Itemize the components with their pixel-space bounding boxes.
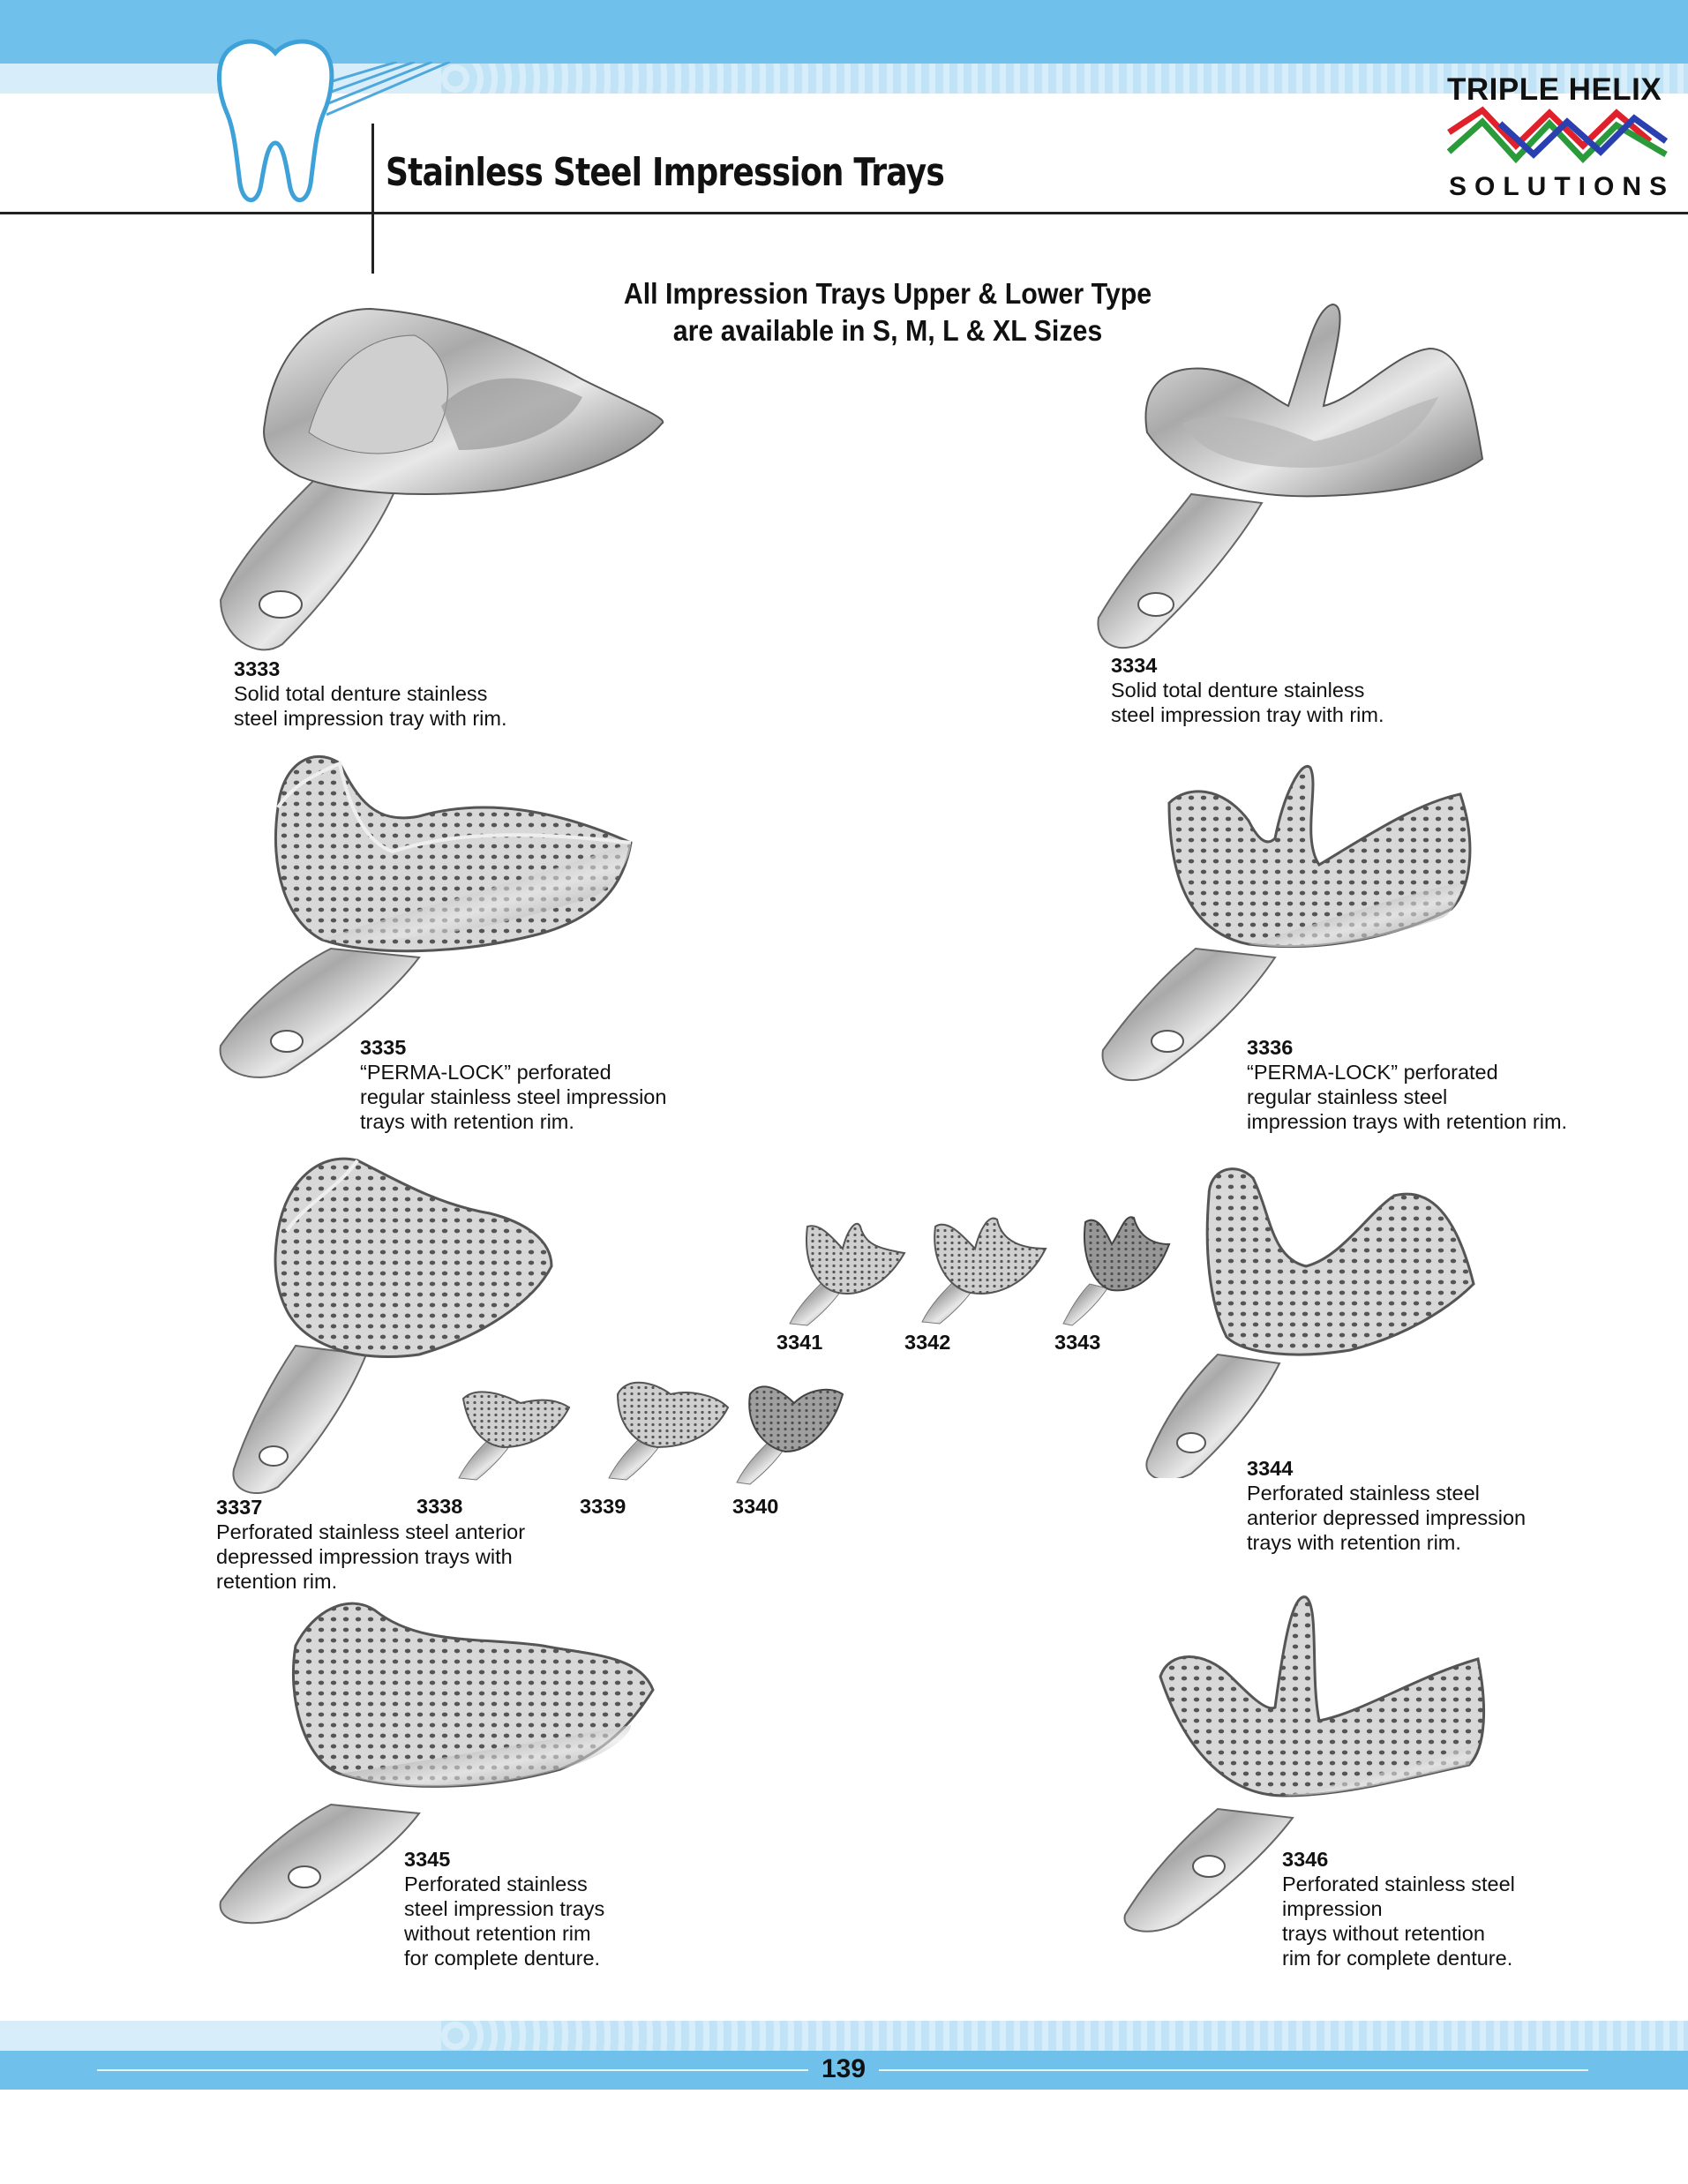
product-image-3338 — [458, 1391, 571, 1481]
product-desc-line: Perforated stainless steel anterior — [216, 1520, 526, 1543]
product-label-3344: 3344 Perforated stainless steel anterior… — [1247, 1456, 1526, 1555]
product-code: 3336 — [1247, 1036, 1294, 1059]
product-desc-line: steel impression tray with rim. — [234, 707, 507, 730]
product-code-3341: 3341 — [776, 1331, 823, 1354]
product-image-3341 — [789, 1222, 906, 1326]
product-desc-line: without retention rim — [404, 1922, 591, 1945]
brand-name: TRIPLE HELIX — [1447, 72, 1662, 107]
product-desc-line: for complete denture. — [404, 1947, 601, 1970]
product-desc-line: retention rim. — [216, 1570, 338, 1593]
product-code: 3344 — [1247, 1457, 1294, 1480]
product-label-3334: 3334 Solid total denture stainless steel… — [1111, 653, 1384, 727]
product-image-3345 — [219, 1602, 655, 1925]
product-label-3345: 3345 Perforated stainless steel impressi… — [404, 1847, 604, 1970]
availability-line-1: All Impression Trays Upper & Lower Type — [623, 277, 1152, 310]
product-desc-line: Perforated stainless steel — [1282, 1873, 1515, 1895]
product-desc-line: impression — [1282, 1897, 1383, 1920]
product-label-3337: 3337 Perforated stainless steel anterior… — [216, 1495, 525, 1594]
product-image-3340 — [736, 1385, 844, 1485]
product-desc-line: depressed impression trays with — [216, 1545, 513, 1568]
product-desc-line: trays without retention — [1282, 1922, 1485, 1945]
product-label-3346: 3346 Perforated stainless steel impressi… — [1282, 1847, 1515, 1970]
product-desc-line: impression trays with retention rim. — [1247, 1110, 1568, 1133]
header-divider — [0, 212, 1688, 214]
product-desc-line: “PERMA-LOCK” perforated — [1247, 1061, 1498, 1084]
product-desc-line: steel impression trays — [404, 1897, 605, 1920]
product-desc-line: anterior depressed impression — [1247, 1506, 1527, 1529]
product-desc-line: trays with retention rim. — [1247, 1531, 1461, 1554]
product-image-3339 — [608, 1381, 730, 1481]
product-code: 3346 — [1282, 1848, 1329, 1871]
page-title: Stainless Steel Impression Trays — [386, 150, 945, 195]
product-image-3336 — [1101, 764, 1472, 1081]
product-code: 3345 — [404, 1848, 451, 1871]
product-code: 3335 — [360, 1036, 407, 1059]
product-label-3336: 3336 “PERMA-LOCK” perforated regular sta… — [1247, 1035, 1567, 1134]
product-code-3339: 3339 — [580, 1495, 626, 1518]
product-image-3335 — [219, 754, 633, 1078]
availability-line-2: are available in S, M, L & XL Sizes — [672, 314, 1103, 347]
product-desc-line: Solid total denture stainless — [1111, 679, 1365, 702]
product-code-3342: 3342 — [904, 1331, 951, 1354]
product-desc-line: Solid total denture stainless — [234, 682, 488, 705]
product-image-3333 — [219, 307, 664, 651]
tooth-icon — [217, 39, 334, 203]
product-desc-line: regular stainless steel — [1247, 1085, 1448, 1108]
availability-note: All Impression Trays Upper & Lower Type … — [558, 275, 1217, 349]
product-image-3337 — [232, 1157, 553, 1495]
header-ring-pattern — [441, 64, 1688, 94]
product-image-3343 — [1062, 1216, 1171, 1326]
product-desc-line: rim for complete denture. — [1282, 1947, 1513, 1970]
product-image-3334 — [1097, 303, 1484, 649]
product-desc-line: Perforated stainless steel — [1247, 1482, 1480, 1505]
product-desc-line: Perforated stainless — [404, 1873, 588, 1895]
footer-ring-pattern — [441, 2021, 1688, 2051]
product-desc-line: trays with retention rim. — [360, 1110, 574, 1133]
product-desc-line: steel impression tray with rim. — [1111, 703, 1384, 726]
brand-tagline: SOLUTIONS — [1449, 172, 1676, 201]
product-code-3343: 3343 — [1054, 1331, 1101, 1354]
product-label-3335: 3335 “PERMA-LOCK” perforated regular sta… — [360, 1035, 666, 1134]
header-vertical-divider — [371, 124, 374, 274]
page-number: 139 — [808, 2054, 879, 2084]
brand-wave-logo — [1447, 106, 1668, 164]
product-image-3342 — [921, 1217, 1047, 1325]
product-code-3340: 3340 — [732, 1495, 779, 1518]
product-code: 3334 — [1111, 654, 1158, 677]
product-code: 3333 — [234, 657, 281, 680]
product-image-3344 — [1145, 1167, 1475, 1478]
product-desc-line: regular stainless steel impression — [360, 1085, 667, 1108]
product-code-3338: 3338 — [416, 1495, 463, 1518]
product-desc-line: “PERMA-LOCK” perforated — [360, 1061, 611, 1084]
product-code: 3337 — [216, 1496, 263, 1519]
header-stripes-decoration — [326, 62, 451, 116]
product-image-3346 — [1123, 1595, 1486, 1933]
product-label-3333: 3333 Solid total denture stainless steel… — [234, 657, 507, 731]
